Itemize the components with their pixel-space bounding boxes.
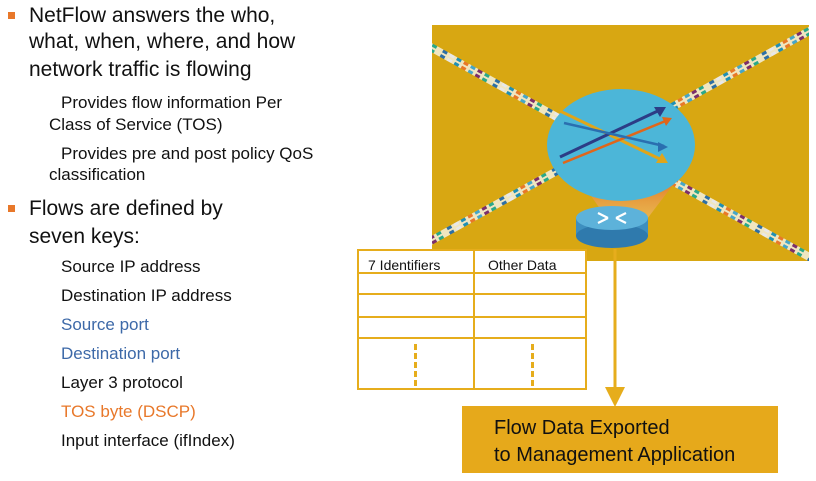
key-input-interface: Input interface (ifIndex) bbox=[61, 431, 235, 450]
sub-bullet-line: classification bbox=[49, 165, 146, 184]
bullet-line: Flows are defined by bbox=[29, 197, 223, 220]
bullet-line: network traffic is flowing bbox=[29, 58, 252, 81]
export-line-2: to Management Application bbox=[494, 444, 736, 466]
table-continuation-dots bbox=[531, 344, 534, 386]
key-destination-ip: Destination IP address bbox=[61, 286, 232, 305]
key-tos-byte: TOS byte (DSCP) bbox=[61, 402, 196, 421]
bullet-line: NetFlow answers the who, bbox=[29, 4, 276, 27]
sub-bullet-line: Provides pre and post policy QoS bbox=[61, 144, 314, 163]
bullet-marker bbox=[8, 12, 15, 19]
table-row-divider bbox=[359, 316, 585, 318]
sub-bullet-line: Provides flow information Per bbox=[61, 93, 283, 112]
table-row-divider bbox=[359, 337, 585, 339]
flow-arrows bbox=[559, 107, 672, 165]
flow-cache-table: 7 Identifiers Other Data bbox=[357, 249, 587, 390]
bullet-marker bbox=[8, 205, 15, 212]
network-traffic-illustration bbox=[432, 25, 809, 261]
table-row-divider bbox=[359, 272, 585, 274]
table-row-divider bbox=[359, 293, 585, 295]
export-line-1: Flow Data Exported bbox=[494, 417, 670, 439]
table-continuation-dots bbox=[414, 344, 417, 386]
bullet-line: seven keys: bbox=[29, 225, 140, 248]
key-layer3-protocol: Layer 3 protocol bbox=[61, 373, 183, 392]
key-source-port: Source port bbox=[61, 315, 149, 334]
flow-export-box: Flow Data Exported to Management Applica… bbox=[462, 406, 778, 473]
export-arrow bbox=[605, 249, 625, 407]
table-header-identifiers: 7 Identifiers bbox=[368, 257, 441, 273]
sub-bullet-line: Class of Service (TOS) bbox=[49, 115, 223, 134]
traffic-streams-graphic bbox=[432, 25, 809, 261]
bullet-line: what, when, where, and how bbox=[29, 30, 296, 53]
inspection-circle bbox=[547, 89, 695, 201]
table-column-divider bbox=[473, 251, 475, 388]
router-icon bbox=[576, 206, 648, 248]
key-source-ip: Source IP address bbox=[61, 257, 201, 276]
table-header-other-data: Other Data bbox=[488, 257, 557, 273]
key-destination-port: Destination port bbox=[61, 344, 181, 363]
